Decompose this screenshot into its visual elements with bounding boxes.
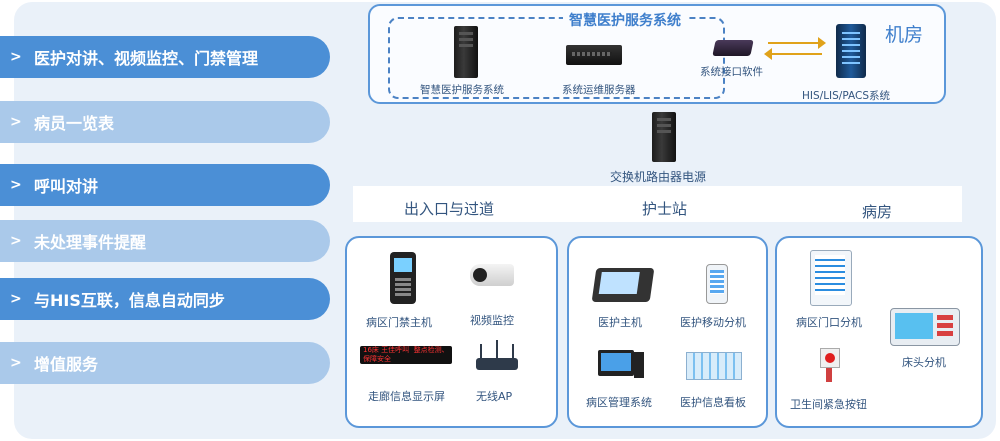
- chevron-right-icon: >: [10, 355, 22, 371]
- menu-item-label: 病员一览表: [34, 114, 115, 133]
- computer-monitor-icon: [598, 350, 634, 376]
- menu-item-pending-events[interactable]: > 未处理事件提醒: [0, 220, 330, 262]
- switch-label: 交换机路由器电源: [610, 170, 707, 184]
- menu-item-his-sync[interactable]: > 与HIS互联，信息自动同步: [0, 278, 330, 320]
- interface-label: 系统接口软件: [700, 66, 763, 78]
- mobile-handset-icon: [706, 264, 728, 304]
- ops-server-label: 系统运维服务器: [562, 84, 636, 96]
- menu-item-intercom-video-access[interactable]: > 医护对讲、视频监控、门禁管理: [0, 36, 330, 78]
- chevron-right-icon: >: [10, 49, 22, 65]
- location-nurse-station: 护士站: [642, 200, 688, 218]
- interface-device-icon: [712, 40, 754, 56]
- chevron-right-icon: >: [10, 233, 22, 249]
- chevron-right-icon: >: [10, 291, 22, 307]
- arrow-right-icon: [768, 42, 824, 44]
- his-server-rack-icon: [836, 24, 866, 78]
- menu-item-call-intercom[interactable]: > 呼叫对讲: [0, 164, 330, 206]
- rack-server-icon: [566, 45, 622, 65]
- menu-item-label: 与HIS互联，信息自动同步: [34, 291, 225, 310]
- pc-tower-icon: [634, 352, 644, 378]
- smart-system-group: [388, 17, 725, 99]
- location-ward: 病房: [862, 203, 893, 221]
- mgmt-label: 病区管理系统: [586, 396, 652, 409]
- info-board-icon: [686, 352, 742, 380]
- nurse-host-icon: [591, 268, 655, 302]
- video-label: 视频监控: [470, 314, 514, 327]
- server-room-label: 机房: [885, 24, 924, 46]
- his-label: HIS/LIS/PACS系统: [802, 90, 890, 102]
- camera-icon: [470, 264, 514, 286]
- menu-item-label: 未处理事件提醒: [34, 233, 147, 252]
- wireless-ap-label: 无线AP: [476, 390, 513, 403]
- bed-ext-label: 床头分机: [902, 356, 946, 369]
- menu-item-label: 医护对讲、视频监控、门禁管理: [34, 49, 259, 68]
- door-ext-label: 病区门口分机: [796, 316, 862, 329]
- corridor-display-label: 走廊信息显示屏: [368, 390, 445, 403]
- location-entrance: 出入口与过道: [404, 200, 495, 218]
- led-display-icon: 16床 王佳呼叫 整点检测、保障安全: [360, 346, 452, 364]
- entrance-device-group: [345, 236, 558, 428]
- server-tower-icon: [454, 26, 478, 78]
- arrow-left-icon: [772, 53, 822, 55]
- door-extension-icon: [810, 250, 852, 306]
- location-strip: [353, 186, 962, 222]
- smart-system-title: 智慧医护服务系统: [563, 10, 687, 30]
- menu-item-label: 呼叫对讲: [34, 177, 99, 196]
- door-host-label: 病区门禁主机: [366, 316, 432, 329]
- bedside-extension-icon: [890, 308, 960, 346]
- menu-item-value-added[interactable]: > 增值服务: [0, 342, 330, 384]
- menu-item-patient-list[interactable]: > 病员一览表: [0, 101, 330, 143]
- board-label: 医护信息看板: [680, 396, 746, 409]
- menu-item-label: 增值服务: [34, 355, 99, 374]
- smart-server-label: 智慧医护服务系统: [420, 84, 504, 96]
- chevron-right-icon: >: [10, 177, 22, 193]
- door-access-terminal-icon: [390, 252, 416, 304]
- nurse-host-label: 医护主机: [598, 316, 642, 329]
- pull-cord-icon: [826, 368, 832, 382]
- arrowhead-right-icon: [818, 37, 826, 49]
- switch-tower-icon: [652, 112, 676, 162]
- emergency-button-icon: [820, 348, 840, 368]
- mobile-label: 医护移动分机: [680, 316, 746, 329]
- wifi-router-icon: [476, 340, 518, 370]
- chevron-right-icon: >: [10, 114, 22, 130]
- led-display-text: 16床 王佳呼叫 整点检测、保障安全: [363, 346, 449, 363]
- arrowhead-left-icon: [764, 48, 772, 60]
- emergency-label: 卫生间紧急按钮: [790, 398, 867, 411]
